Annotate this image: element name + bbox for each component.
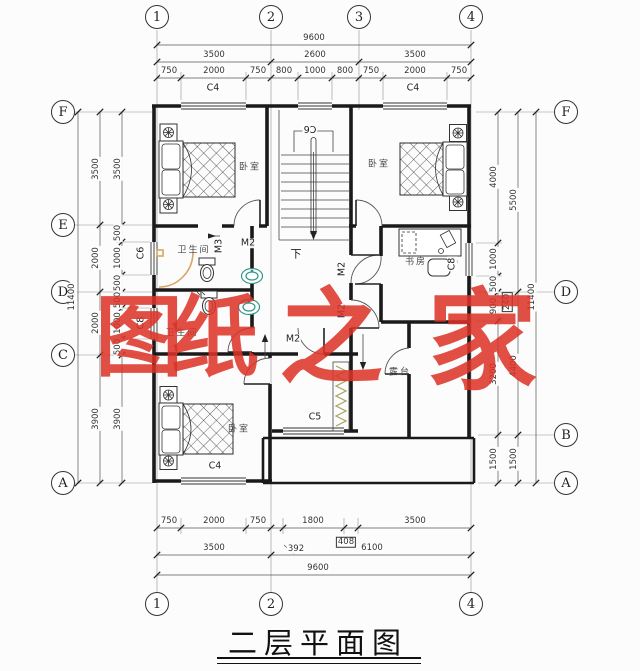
grid-bubble-right: F bbox=[554, 100, 578, 124]
dim-top: 2600 bbox=[303, 49, 327, 60]
grid-lines bbox=[75, 30, 554, 592]
grid-bubble-top: 2 bbox=[259, 5, 283, 29]
dim-bottom: 9600 bbox=[306, 562, 330, 573]
dim-bottom: 1800 bbox=[301, 515, 325, 526]
grid-bubble-left: E bbox=[51, 213, 75, 237]
dim-right: 1500 bbox=[488, 447, 499, 471]
planter bbox=[332, 361, 350, 432]
dim-top: 750 bbox=[361, 65, 381, 76]
dim-bottom: 392 bbox=[286, 543, 306, 554]
dim-bottom: 408 bbox=[335, 536, 357, 548]
watermark: 之 bbox=[278, 277, 384, 399]
dim-top: 750 bbox=[159, 65, 179, 76]
dim-left: 3500 bbox=[112, 157, 123, 181]
dim-right: 4000 bbox=[488, 165, 499, 189]
grid-bubble-right: A bbox=[554, 471, 578, 495]
room-label: 卧室 bbox=[367, 159, 391, 170]
dim-top: 3500 bbox=[202, 49, 226, 60]
drawing-title: 二层平面图 bbox=[227, 626, 409, 660]
room-label: 卫生间 bbox=[165, 328, 199, 339]
grid-bubble-bottom: 1 bbox=[145, 592, 169, 616]
terrace-parapet bbox=[261, 436, 476, 485]
grid-bubble-bottom: 4 bbox=[459, 592, 483, 616]
study-furniture bbox=[398, 228, 462, 277]
grid-bubble-top: 4 bbox=[459, 5, 483, 29]
bathroom-fixtures bbox=[156, 249, 264, 316]
dim-left: 3900 bbox=[112, 407, 123, 431]
dim-bottom: 6100 bbox=[360, 542, 384, 553]
dim-bottom: 3500 bbox=[403, 515, 427, 526]
bed-top-left bbox=[158, 123, 236, 214]
title-underline bbox=[217, 657, 421, 664]
dim-bottom: 2000 bbox=[202, 515, 226, 526]
dim-top: 2000 bbox=[202, 65, 226, 76]
dim-top: 3500 bbox=[403, 49, 427, 60]
doors bbox=[208, 199, 410, 385]
bed-top-right bbox=[399, 124, 468, 211]
watermark: 图 bbox=[94, 286, 184, 389]
dim-bottom: 750 bbox=[248, 515, 268, 526]
dim-top: 2000 bbox=[403, 65, 427, 76]
watermark: 纸 bbox=[170, 286, 260, 389]
opening-label: M2 bbox=[336, 260, 348, 278]
dim-right: 5500 bbox=[508, 188, 519, 212]
dim-left: 2000 bbox=[90, 246, 101, 270]
dim-top: 1000 bbox=[303, 65, 327, 76]
grid-bubble-top: 3 bbox=[347, 5, 371, 29]
opening-label: C4 bbox=[405, 82, 421, 94]
opening-label: M3 bbox=[213, 237, 225, 255]
grid-bubble-right: B bbox=[554, 423, 578, 447]
opening-label: C6 bbox=[302, 122, 318, 134]
opening-label: C4 bbox=[207, 460, 223, 472]
opening-label: C6 bbox=[135, 245, 147, 261]
bed-bottom-left bbox=[158, 386, 234, 470]
room-label: 卫生间 bbox=[177, 245, 211, 256]
stair-label: 下 bbox=[290, 247, 302, 261]
room-label: 卧室 bbox=[238, 162, 262, 173]
dim-left: 3900 bbox=[90, 407, 101, 431]
opening-label: M2 bbox=[284, 333, 302, 345]
opening-label: C5 bbox=[307, 411, 323, 423]
opening-label: M2 bbox=[239, 237, 257, 249]
opening-label: C4 bbox=[205, 82, 221, 94]
grid-bubble-left: F bbox=[51, 100, 75, 124]
room-label: 露台 bbox=[388, 367, 412, 378]
dim-top: 800 bbox=[274, 65, 294, 76]
dim-top: 800 bbox=[335, 65, 355, 76]
dim-top: 9600 bbox=[302, 32, 326, 43]
dim-top: 750 bbox=[449, 65, 469, 76]
grid-bubble-left: C bbox=[51, 343, 75, 367]
room-label: 书房 bbox=[404, 257, 428, 268]
watermark: 家 bbox=[427, 278, 537, 406]
room-label: 卧室 bbox=[227, 424, 251, 435]
grid-bubble-bottom: 2 bbox=[259, 592, 283, 616]
dim-top: 750 bbox=[248, 65, 268, 76]
dim-bottom: 3500 bbox=[202, 542, 226, 553]
dim-bottom: 750 bbox=[159, 515, 179, 526]
dim-right: 1500 bbox=[508, 447, 519, 471]
grid-bubble-right: D bbox=[554, 280, 578, 304]
dim-right: 1000 bbox=[488, 247, 499, 271]
dim-left: 500 bbox=[112, 223, 123, 243]
dim-left: 1000 bbox=[112, 246, 123, 270]
windows bbox=[149, 101, 474, 486]
dim-left: 11400 bbox=[66, 282, 77, 312]
grid-bubble-top: 1 bbox=[145, 5, 169, 29]
opening-label: C8 bbox=[446, 256, 458, 272]
dim-left: 3500 bbox=[90, 157, 101, 181]
grid-bubble-left: A bbox=[51, 471, 75, 495]
